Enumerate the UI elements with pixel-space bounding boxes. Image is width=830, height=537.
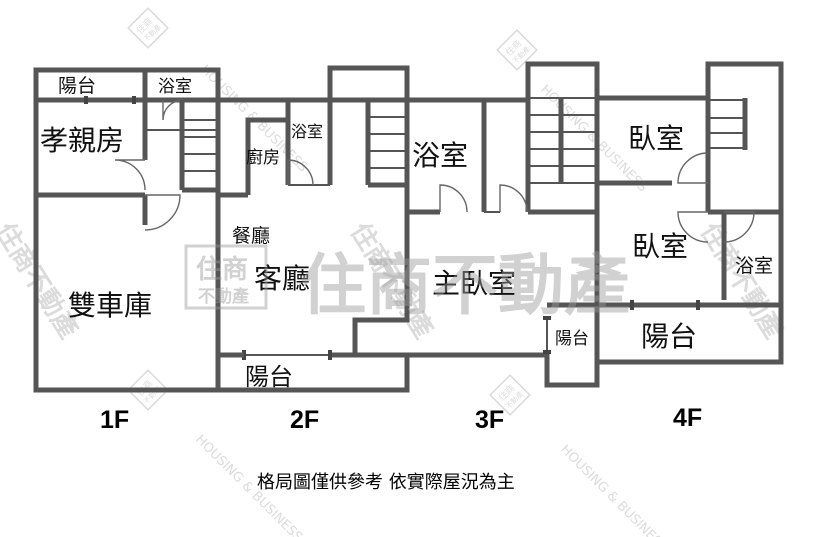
floor-1f: 陽台 浴室 孝親房 雙車庫 xyxy=(33,67,221,393)
room-label-2f-bathroom: 浴室 xyxy=(291,122,323,141)
room-label-2f-kitchen: 廚房 xyxy=(246,147,280,168)
floor-3f: 浴室 主臥室 陽台 xyxy=(407,61,600,388)
floor-label-4f: 4F xyxy=(673,404,702,432)
room-label-2f-dining: 餐廳 xyxy=(232,225,270,247)
room-label-2f-balcony: 陽台 xyxy=(245,363,293,391)
room-label-1f-balcony: 陽台 xyxy=(58,75,96,97)
watermark-diagonal-left: 住商不動產 xyxy=(0,217,84,344)
room-label-4f-balcony: 陽台 xyxy=(641,320,697,353)
room-label-4f-bedroom-1: 臥室 xyxy=(628,122,684,155)
watermark-center-logo-bottom: 不動產 xyxy=(198,286,249,307)
stairs-3f xyxy=(528,97,597,184)
room-label-1f-parents-room: 孝親房 xyxy=(40,124,124,157)
floor-label-2f: 2F xyxy=(290,406,319,434)
footnote: 格局圖僅供參考 依實際屋況為主 xyxy=(257,472,515,493)
floor-4f: 臥室 臥室 浴室 陽台 xyxy=(597,61,784,365)
stairs-2f xyxy=(330,97,407,188)
room-label-3f-bathroom: 浴室 xyxy=(412,139,468,172)
floor-label-3f: 3F xyxy=(475,406,504,434)
stairs-4f xyxy=(708,98,748,150)
room-label-1f-garage: 雙車庫 xyxy=(68,289,152,322)
room-label-1f-bathroom: 浴室 xyxy=(158,77,192,97)
watermark-logo-top-left: 住商 不動產 xyxy=(127,7,169,49)
watermark-english-4: HOUSING & BUSINESS xyxy=(557,442,670,537)
watermark-center-logo-top: 住商 xyxy=(196,254,248,285)
stairs-1f xyxy=(179,100,218,193)
room-label-3f-balcony: 陽台 xyxy=(555,329,589,349)
room-label-4f-bathroom: 浴室 xyxy=(735,255,773,277)
room-label-4f-bedroom-2: 臥室 xyxy=(632,230,688,263)
room-label-3f-master-bedroom: 主臥室 xyxy=(432,267,516,300)
floor-label-1f: 1F xyxy=(100,406,129,434)
room-label-2f-living: 客廳 xyxy=(254,262,310,295)
watermark-center: 住商 不動產 住商不動產 xyxy=(184,244,630,324)
watermark-center-text: 住商不動產 xyxy=(300,247,630,324)
floor-2f: 廚房 浴室 餐廳 客廳 陽台 xyxy=(179,65,410,393)
